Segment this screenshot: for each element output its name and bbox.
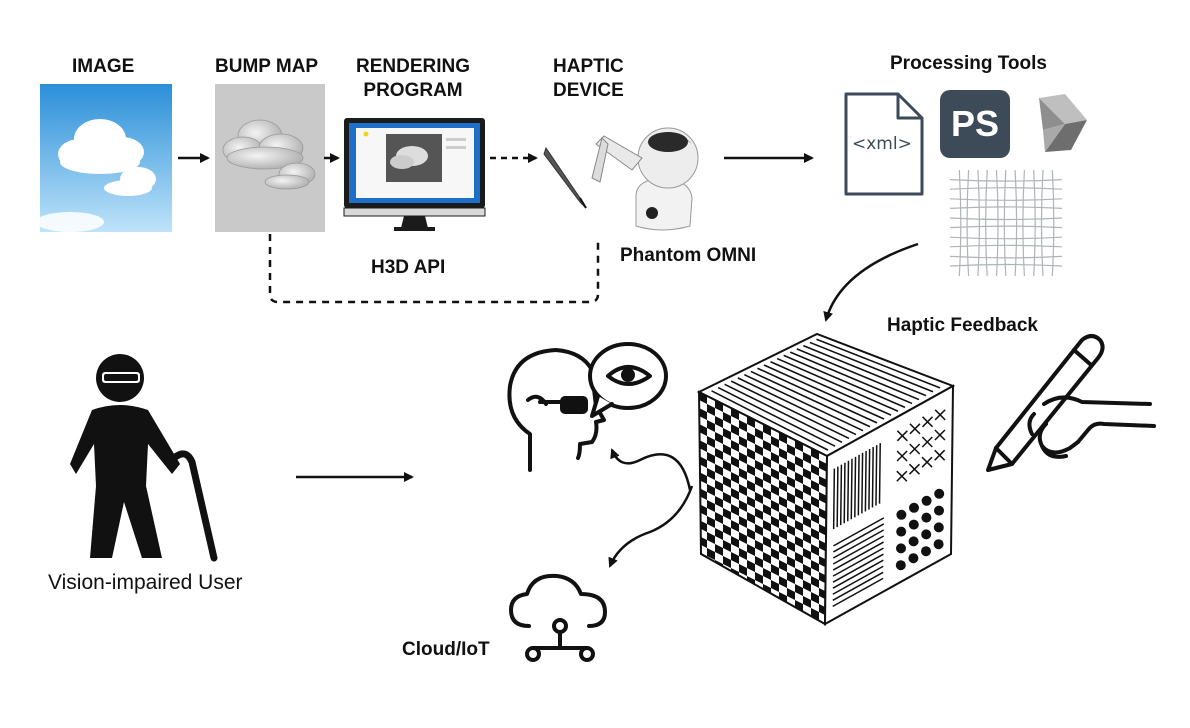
arrow-cube-to-cloud [608, 485, 694, 568]
bump-map-image [215, 84, 325, 232]
user-head-vision-icon [500, 330, 668, 480]
label-processing-tools: Processing Tools [890, 53, 1047, 74]
hand-pen-icon [982, 330, 1162, 480]
arrow-processing-to-cube [823, 242, 919, 322]
label-rendering-program: RENDERING PROGRAM [356, 56, 471, 101]
xml-file-label: <xml> [852, 134, 912, 154]
monitor-icon [342, 116, 487, 234]
vision-impaired-person-icon [62, 352, 232, 562]
label-haptic-device: HAPTIC DEVICE [553, 56, 624, 101]
label-h3d-api: H3D API [371, 257, 446, 278]
3d-tool-logo-icon [1035, 90, 1091, 154]
label-cloud-iot: Cloud/IoT [402, 639, 490, 660]
arrow-cube-to-head [610, 448, 692, 491]
mesh-grid-icon [950, 170, 1062, 276]
photoshop-label: PS [950, 103, 1000, 144]
sky-image [40, 84, 172, 232]
texture-cube [695, 328, 957, 628]
label-vision-impaired-user: Vision-impaired User [48, 571, 243, 594]
haptic-device-image [540, 118, 720, 233]
label-haptic-feedback: Haptic Feedback [887, 315, 1038, 336]
photoshop-icon [940, 90, 1010, 158]
label-bump-map: BUMP MAP [215, 56, 319, 77]
dashed-feedback-loop [268, 234, 600, 304]
xml-file-icon [842, 90, 926, 198]
label-phantom-omni: Phantom OMNI [620, 245, 757, 266]
label-image: IMAGE [72, 56, 135, 77]
cloud-iot-icon [505, 570, 615, 670]
